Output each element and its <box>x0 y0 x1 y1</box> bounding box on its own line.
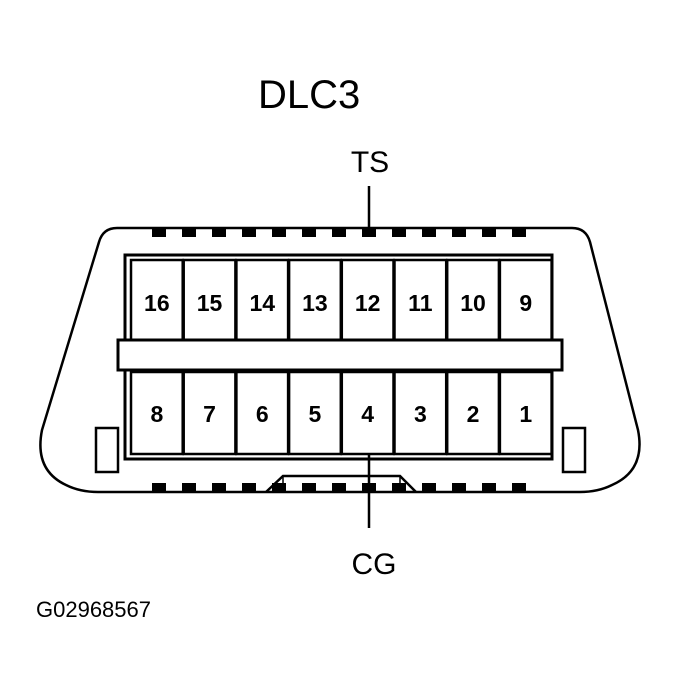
pin-cell-1 <box>498 370 553 456</box>
pin-cell-9 <box>498 258 553 342</box>
key-tooth <box>452 483 466 492</box>
key-tooth <box>212 483 226 492</box>
center-divider-bar <box>116 338 564 372</box>
key-tooth <box>212 228 226 237</box>
key-tooth <box>242 228 256 237</box>
pin-cell-10 <box>445 258 501 342</box>
pin-number-14: 14 <box>249 290 275 316</box>
pin-number-16: 16 <box>144 290 170 316</box>
key-tooth <box>512 228 526 237</box>
pin-cell-2 <box>445 370 501 456</box>
pin-cell-3 <box>393 370 448 456</box>
pin-number-5: 5 <box>309 401 322 427</box>
pin-number-2: 2 <box>467 401 480 427</box>
key-tooth <box>272 228 286 237</box>
pin-number-10: 10 <box>460 290 486 316</box>
pin-number-9: 9 <box>519 290 532 316</box>
ts-label: TS <box>351 146 389 179</box>
key-tooth <box>272 483 286 492</box>
top-key-teeth <box>152 228 526 237</box>
pin-number-11: 11 <box>408 290 433 316</box>
key-tooth <box>422 483 436 492</box>
key-tooth <box>152 483 166 492</box>
key-tooth <box>242 483 256 492</box>
key-tooth <box>512 483 526 492</box>
left-side-slot <box>94 426 120 474</box>
pin-number-6: 6 <box>256 401 269 427</box>
key-tooth <box>302 228 316 237</box>
key-tooth <box>152 228 166 237</box>
pin-cells: 16 15 14 13 12 11 10 9 8 7 6 5 4 3 2 1 <box>129 258 553 456</box>
pin-cell-11 <box>393 258 448 342</box>
bottom-key-teeth <box>152 483 526 492</box>
key-tooth <box>482 483 496 492</box>
key-tooth <box>182 483 196 492</box>
pin-number-13: 13 <box>302 290 328 316</box>
key-tooth <box>422 228 436 237</box>
key-tooth <box>482 228 496 237</box>
pin-number-4: 4 <box>361 401 374 427</box>
pin-cell-8 <box>129 370 184 456</box>
cg-label: CG <box>352 548 397 581</box>
key-tooth <box>182 228 196 237</box>
pin-cell-5 <box>287 370 343 456</box>
latch-trapezoid <box>265 474 417 493</box>
key-tooth <box>392 228 406 237</box>
key-tooth <box>362 228 376 237</box>
pin-number-3: 3 <box>414 401 427 427</box>
key-tooth <box>332 483 346 492</box>
key-tooth <box>452 228 466 237</box>
right-side-slot <box>561 426 587 474</box>
pin-number-1: 1 <box>519 401 532 427</box>
figure-code: G02968567 <box>36 597 151 622</box>
key-tooth <box>392 483 406 492</box>
pin-cell-7 <box>182 370 237 456</box>
pin-number-7: 7 <box>203 401 216 427</box>
pin-number-8: 8 <box>150 401 163 427</box>
pin-cell-12 <box>340 258 395 342</box>
key-tooth <box>332 228 346 237</box>
pin-number-15: 15 <box>197 290 223 316</box>
pin-number-12: 12 <box>355 290 381 316</box>
key-tooth <box>302 483 316 492</box>
pin-cell-6 <box>235 370 290 456</box>
connector-title: DLC3 <box>258 73 360 117</box>
